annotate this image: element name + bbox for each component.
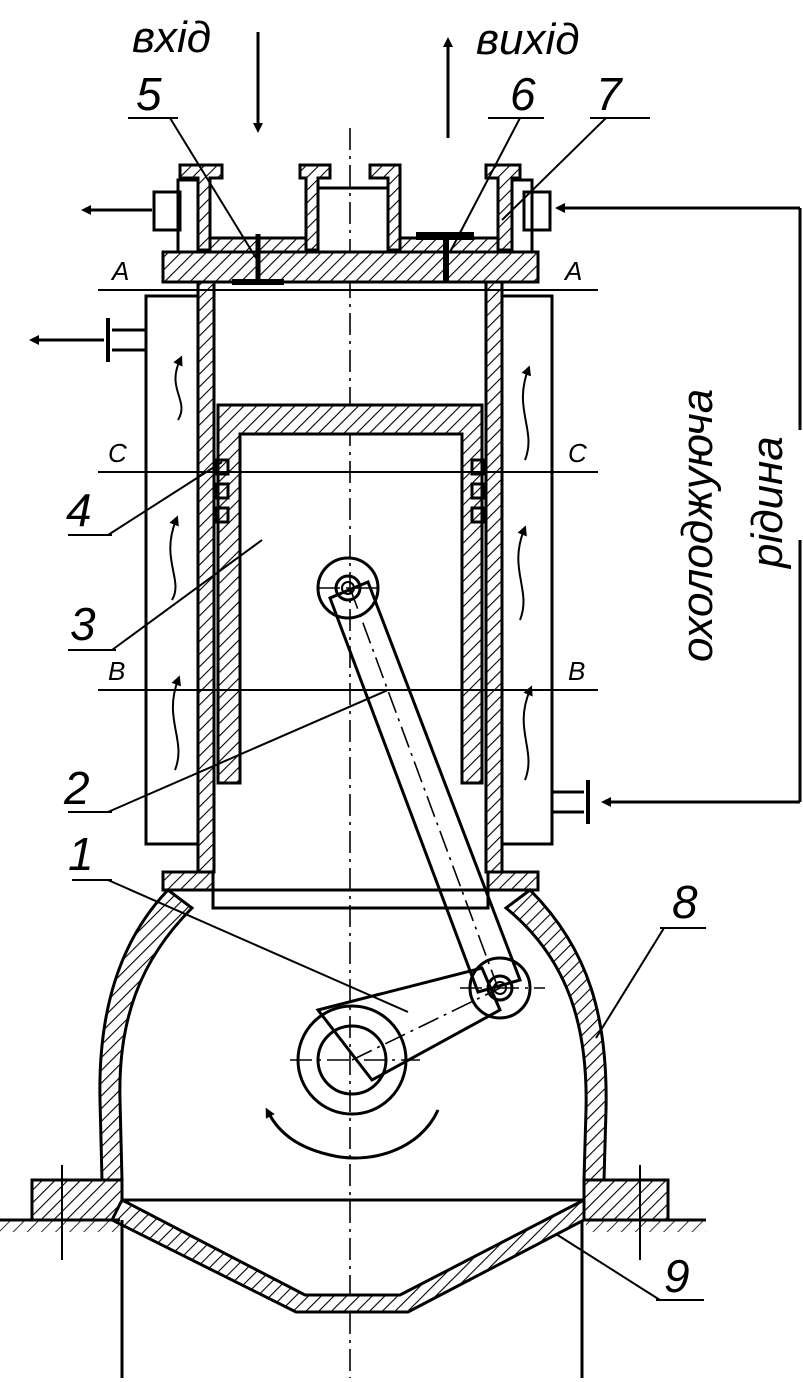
coolant-flow-arrows [169,355,533,781]
section-label-b-right: B [568,656,585,686]
valve-head [152,163,552,285]
coolant-label-line2: рідина [743,436,792,570]
part-number-1: 1 [68,828,94,880]
section-label-c-left: C [108,438,127,468]
crankcase-wall-right [503,888,608,1182]
base-flange-left [30,1178,124,1222]
cylinder [29,280,590,910]
oil-sump [109,1197,586,1314]
head-side-wall-left [176,178,200,254]
inlet-label: вхід [132,13,211,62]
cylinder-flange-right [486,870,540,892]
water-jacket-left [144,294,200,846]
crankcase [0,888,706,1378]
head-side-wall-right [510,178,534,254]
head-coolant-stub-right [522,190,552,232]
valve-plate [161,250,540,284]
part-number-8: 8 [672,876,698,928]
part-number-5: 5 [136,68,162,120]
part-number-9: 9 [664,1250,690,1302]
head-coolant-stub-left [152,190,182,232]
crank-mechanism [265,556,545,1160]
cylinder-wall-right [484,280,504,874]
part-number-7: 7 [596,68,623,120]
water-jacket-right [500,294,554,846]
part-number-2: 2 [63,762,90,814]
section-label-c-right: C [568,438,587,468]
crank-web [315,966,502,1082]
section-lines [98,289,598,691]
part-number-3: 3 [70,598,96,650]
outlet-chamber-wall-left [368,163,402,252]
piston [214,403,486,785]
part-number-4: 4 [66,484,92,536]
section-label-a-left: A [110,256,129,286]
part-number-6: 6 [510,68,536,120]
head-middle-box [316,186,390,254]
base-flange-right [582,1178,670,1222]
leader-lines [68,117,706,1301]
coolant-label-line1: охолоджуюча [673,389,722,662]
rotation-arrow-icon [265,1107,440,1160]
outlet-label: вихід [476,15,580,64]
crankcase-wall-left [98,888,195,1182]
piston-body [216,403,484,785]
section-label-b-left: B [108,656,125,686]
cylinder-flange-left [161,870,215,892]
section-label-a-right: A [563,256,582,286]
